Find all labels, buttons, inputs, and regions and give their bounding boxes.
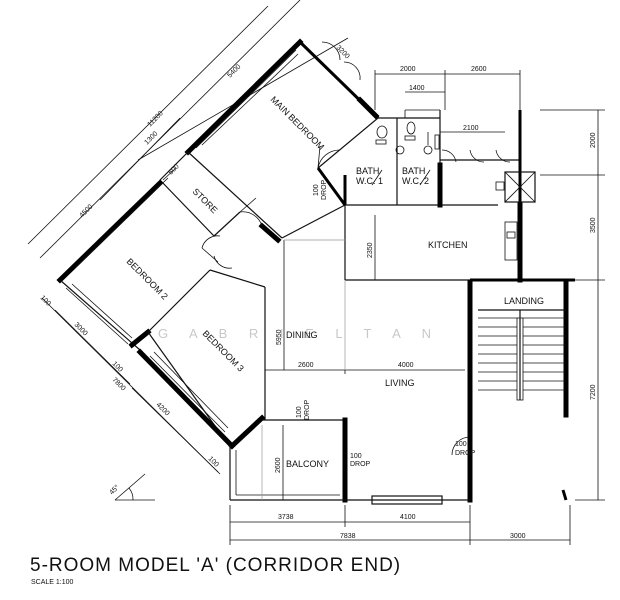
svg-text:100: 100: [350, 453, 362, 460]
kitchen-area: [344, 110, 575, 283]
svg-text:2000: 2000: [400, 66, 416, 73]
svg-text:2600: 2600: [471, 66, 487, 73]
angle-marker: 45°: [108, 473, 155, 501]
svg-text:2600: 2600: [275, 457, 282, 473]
living-walls: [229, 239, 470, 505]
label-bath2-a: BATH: [402, 166, 425, 176]
svg-text:4100: 4100: [400, 514, 416, 521]
svg-text:DROP: DROP: [350, 461, 371, 468]
drop-annotations: 100 DROP 100 DROP 100 DROP 100 DROP: [296, 179, 476, 468]
svg-text:5400: 5400: [226, 63, 242, 79]
svg-text:7200: 7200: [590, 384, 597, 400]
svg-text:3738: 3738: [278, 514, 294, 521]
label-landing: LANDING: [504, 296, 544, 306]
label-bath1-b: W.C. 1: [356, 176, 383, 186]
svg-text:100: 100: [111, 360, 124, 373]
svg-text:2000: 2000: [590, 132, 597, 148]
svg-text:DROP: DROP: [304, 399, 311, 420]
svg-text:100: 100: [313, 184, 320, 196]
label-dining: DINING: [286, 330, 318, 340]
svg-text:3500: 3500: [590, 217, 597, 233]
svg-text:100: 100: [296, 406, 303, 418]
bottom-dimensions: 3738 4100 7838 3000: [229, 505, 571, 545]
svg-text:100: 100: [207, 455, 220, 468]
bedroom-wing-walls: [56, 38, 380, 450]
svg-text:3200: 3200: [335, 44, 351, 60]
label-bath2-b: W.C. 2: [402, 176, 429, 186]
svg-text:7838: 7838: [340, 533, 356, 540]
interior-dimensions: 2600 4000 5950 2350 2600: [265, 215, 465, 500]
staircase: [467, 279, 569, 503]
svg-text:4200: 4200: [155, 401, 171, 417]
label-bedroom-2: BEDROOM 2: [125, 256, 170, 301]
svg-text:45°: 45°: [108, 483, 121, 496]
svg-text:1400: 1400: [409, 85, 425, 92]
label-main-bedroom: MAIN BEDROOM: [269, 94, 327, 152]
bathrooms: [343, 109, 441, 206]
svg-text:5950: 5950: [276, 329, 283, 345]
svg-text:3000: 3000: [510, 533, 526, 540]
label-living: LIVING: [385, 378, 415, 388]
top-dimensions: 2000 2600 1400 2100: [374, 66, 521, 180]
watermark: G A B R I E L T A N: [158, 326, 440, 341]
label-balcony: BALCONY: [286, 459, 329, 469]
label-kitchen: KITCHEN: [428, 240, 468, 250]
svg-text:1300: 1300: [143, 130, 159, 146]
svg-text:2600: 2600: [298, 362, 314, 369]
svg-text:100: 100: [455, 441, 467, 448]
plan-scale: SCALE 1:100: [31, 579, 74, 586]
right-dimensions: 2000 3500 7200: [540, 109, 605, 501]
svg-text:DROP: DROP: [455, 450, 476, 457]
svg-text:2350: 2350: [367, 242, 374, 258]
svg-text:4000: 4000: [398, 362, 414, 369]
label-store: STORE: [191, 186, 220, 215]
plan-title: 5-ROOM MODEL 'A' (CORRIDOR END): [30, 555, 402, 576]
svg-text:11200: 11200: [146, 110, 164, 128]
svg-text:DROP: DROP: [321, 179, 328, 200]
label-bath1-a: BATH: [356, 166, 379, 176]
svg-text:2100: 2100: [463, 125, 479, 132]
